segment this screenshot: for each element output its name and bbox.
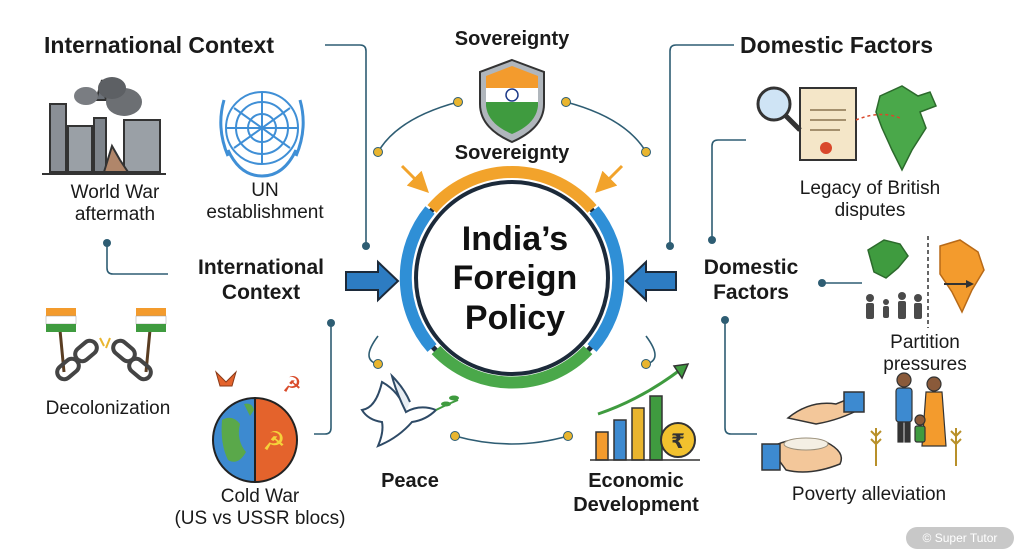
un-line1: UN (251, 180, 279, 201)
ruined-factory-icon (42, 77, 166, 175)
cold-war-line1: Cold War (220, 486, 300, 507)
growth-chart-icon: ₹ (590, 363, 700, 461)
international-mid-line2: Context (221, 280, 301, 304)
domestic-mid-line1: Domestic (703, 256, 799, 279)
ring-blue-left (399, 206, 437, 352)
ring-blue-right (587, 206, 625, 352)
helping-hands-family-icon (761, 372, 962, 473)
world-war-line1: World War (70, 182, 160, 203)
domestic-mid-line2: Factors (713, 280, 789, 304)
partition-line2: pressures (883, 354, 967, 376)
center-line3: Policy (464, 298, 566, 337)
british-line1: Legacy of British (799, 178, 941, 199)
international-context-mid-label: International Context (176, 256, 346, 306)
peace-dove-icon (360, 372, 459, 448)
cold-war-globe-icon: ☭ ☭ (212, 370, 302, 484)
world-war-label: World War aftermath (40, 182, 190, 227)
cold-war-line2: (US vs USSR blocs) (174, 508, 346, 530)
world-war-line2: aftermath (74, 204, 156, 226)
svg-text:☭: ☭ (262, 427, 285, 457)
right-connector-dots (666, 236, 826, 324)
center-line2: Foreign (452, 259, 578, 298)
peace-label: Peace (381, 470, 439, 492)
domestic-factors-mid-label: Domestic Factors (684, 256, 818, 306)
svg-text:☭: ☭ (282, 373, 302, 398)
sovereignty-top-label: Sovereignty (454, 28, 570, 50)
document-magnifier-map-icon (756, 85, 937, 172)
arrow-international-context (345, 259, 400, 303)
arrow-sovereignty-left (400, 164, 429, 193)
econ-line1: Economic (588, 470, 684, 492)
sovereignty-inner-label: Sovereignty (454, 142, 570, 164)
un-label: UN establishment (190, 180, 340, 225)
domestic-factors-heading: Domestic Factors (740, 32, 934, 58)
policy-wheel (399, 166, 625, 389)
arrow-domestic-factors (624, 259, 677, 303)
british-disputes-label: Legacy of British disputes (770, 178, 970, 223)
orbit-dots (373, 97, 651, 441)
arrow-sovereignty-right (595, 164, 624, 193)
center-line1: India’s (461, 220, 569, 258)
economic-development-label: Economic Development (556, 470, 716, 517)
international-mid-line1: International (197, 256, 324, 279)
un-line2: establishment (206, 202, 324, 224)
decolonization-label: Decolonization (45, 398, 171, 419)
broken-chain-flags-icon (45, 308, 167, 382)
partition-line1: Partition (890, 332, 960, 353)
sovereignty-shield-icon (479, 58, 545, 144)
left-connector-dots (103, 239, 370, 327)
british-line2: disputes (834, 200, 906, 222)
un-emblem-icon (219, 91, 305, 178)
left-connectors (106, 44, 367, 435)
poverty-label: Poverty alleviation (791, 484, 947, 505)
svg-text:₹: ₹ (671, 429, 685, 453)
ring-orange (427, 166, 597, 213)
international-context-heading: International Context (44, 32, 275, 58)
center-title: India’s Foreign Policy (430, 220, 600, 338)
partition-maps-people-icon (866, 236, 985, 328)
econ-line2: Development (573, 493, 699, 516)
partition-label: Partition pressures (850, 332, 1000, 377)
cold-war-label: Cold War (US vs USSR blocs) (160, 486, 360, 531)
ring-green (431, 345, 593, 389)
right-connectors (669, 44, 862, 435)
watermark-badge: © Super Tutor (906, 527, 1014, 549)
